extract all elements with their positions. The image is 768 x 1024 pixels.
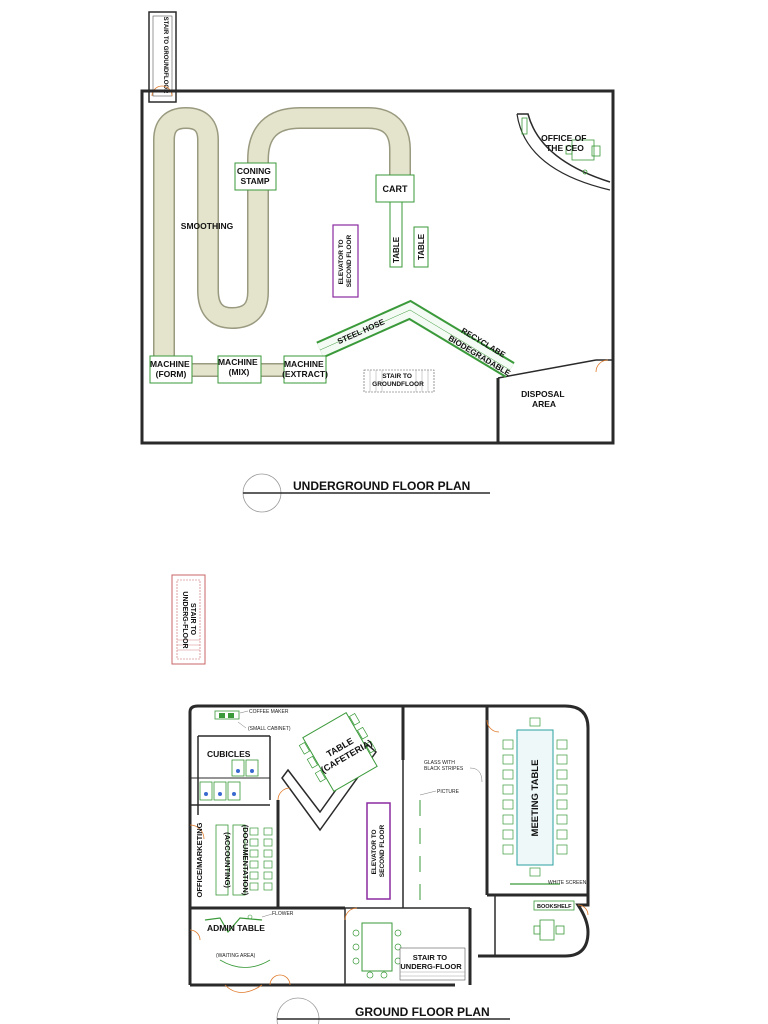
svg-text:MACHINE (EXTRACT): MACHINE (EXTRACT): [282, 359, 328, 379]
ground-doors: [189, 719, 589, 993]
admin-table-label: ADMIN TABLE: [207, 923, 265, 933]
ground-floor-plan: COFFEE MAKER (SMALL CABINET) CUBICLES: [188, 704, 590, 1024]
svg-text:STAIR TO UNDERG-FLOOR: STAIR TO UNDERG-FLOOR: [181, 591, 196, 648]
ground-walls: [188, 704, 590, 987]
meeting-table-label: MEETING TABLE: [530, 760, 541, 837]
svg-text:OFFICE/MARKETING: OFFICE/MARKETING: [195, 822, 204, 897]
small-meeting-table: [352, 922, 402, 979]
table-label-1: TABLE: [392, 236, 401, 263]
cart: CART TABLE: [375, 174, 415, 268]
office-ceo-line2: THE CEO: [546, 143, 584, 153]
underground-top-stair: STAIR TO GROUNDFLOOR: [148, 11, 177, 103]
loose-stair: STAIR TO UNDERG-FLOOR: [171, 574, 206, 665]
bottom-stair-line1: STAIR TO: [413, 953, 447, 962]
cubicles: CUBICLES: [199, 749, 259, 801]
coffee-maker-label: COFFEE MAKER: [249, 709, 289, 715]
cubicles-label: CUBICLES: [207, 749, 251, 759]
underground-elevator: ELEVATOR TO SECOND FLOOR: [332, 224, 359, 298]
svg-text:MEETING TABLE: MEETING TABLE: [530, 760, 541, 837]
svg-text:STAIR TO UNDERG-FLOOR: STAIR TO UNDERG-FLOOR: [400, 953, 462, 971]
cart-label: CART: [383, 184, 408, 194]
office-ceo-line1: OFFICE OF: [541, 133, 586, 143]
glass-label: GLASS WITH BLACK STRIPES: [424, 760, 464, 772]
svg-text:OFFICE OF THE CEO: OFFICE OF THE CEO: [541, 133, 589, 153]
accounting-label: (ACCOUNTING): [223, 832, 232, 888]
loose-stair-line2: UNDERG-FLOOR: [181, 591, 188, 648]
ground-elevator-line1: ELEVATOR TO: [371, 829, 378, 874]
svg-text:MACHINE (MIX): MACHINE (MIX): [218, 357, 260, 377]
machine-extract-line2: (EXTRACT): [282, 369, 328, 379]
waiting-area-label: (WAITING AREA): [216, 953, 256, 959]
ground-title: GROUND FLOOR PLAN: [355, 1005, 490, 1019]
underground-title: UNDERGROUND FLOOR PLAN: [293, 479, 470, 493]
coffee-corner: COFFEE MAKER (SMALL CABINET): [214, 709, 291, 732]
stair-top-label: STAIR TO GROUNDFLOOR: [162, 17, 168, 94]
meeting-table: MEETING TABLE WHITE SCREEN: [502, 717, 587, 886]
steel-hose: STEEL HOSE RECYCLABE BIODEGRADABLE: [316, 299, 515, 378]
glass-line2: BLACK STRIPES: [424, 766, 464, 772]
svg-text:(ACCOUNTING): (ACCOUNTING): [223, 832, 232, 888]
machine-form-line1: MACHINE: [150, 359, 190, 369]
ground-elevator: ELEVATOR TO SECOND FLOOR: [366, 802, 391, 900]
coning-stamp-machine: CONING STAMP: [234, 162, 277, 191]
disposal-line1: DISPOSAL: [521, 389, 564, 399]
flower-label: FLOWER: [272, 911, 294, 917]
svg-text:TABLE: TABLE: [392, 236, 401, 263]
machine-extract-line1: MACHINE: [284, 359, 324, 369]
coning-stamp-line2: STAMP: [240, 176, 269, 186]
ground-elevator-line2: SECOND FLOOR: [379, 825, 386, 878]
loose-stair-line1: STAIR TO: [189, 603, 196, 636]
svg-text:CONING STAMP: CONING STAMP: [237, 166, 273, 186]
small-cabinet-label: (SMALL CABINET): [248, 726, 291, 732]
office-marketing-label: OFFICE/MARKETING: [195, 822, 204, 897]
svg-text:MACHINE (FORM): MACHINE (FORM): [150, 359, 192, 379]
table-label-2: TABLE: [417, 233, 426, 260]
svg-text:ELEVATOR TO SECOND FLO: ELEVATOR TO SECOND FLOOR: [371, 825, 386, 878]
machine-form-line2: (FORM): [156, 369, 187, 379]
cafeteria-table: TABLE (CAFETERIA): [298, 711, 378, 793]
table-2: TABLE: [413, 226, 429, 268]
ground-title-block: GROUND FLOOR PLAN: [276, 997, 510, 1024]
picture-label: PICTURE: [437, 789, 460, 795]
underground-title-block: UNDERGROUND FLOOR PLAN: [242, 473, 490, 513]
documentation-label: (DOCUMENTATION): [241, 825, 250, 896]
machine-mix: MACHINE (MIX): [217, 355, 262, 384]
bookshelf-area: BOOKSHELF: [533, 900, 575, 941]
disposal-area-label: DISPOSAL AREA: [521, 389, 567, 409]
admin-area: ADMIN TABLE FLOWER (WAITING AREA): [204, 911, 294, 968]
underground-walls: [140, 89, 615, 445]
underground-floor-plan: STAIR TO GROUNDFLOOR STEEL HOSE: [140, 11, 615, 513]
underground-center-stair: STAIR TO GROUNDFLOOR: [363, 369, 435, 393]
smoothing-label: SMOOTHING: [181, 221, 234, 231]
bookshelf-label: BOOKSHELF: [537, 904, 572, 910]
machine-extract: MACHINE (EXTRACT): [282, 355, 328, 384]
bottom-stair-line2: UNDERG-FLOOR: [400, 962, 462, 971]
svg-text:TABLE: TABLE: [417, 233, 426, 260]
disposal-line2: AREA: [532, 399, 556, 409]
elevator-line1: ELEVATOR TO: [338, 239, 345, 284]
white-screen-label: WHITE SCREEN: [548, 880, 587, 886]
machine-form: MACHINE (FORM): [149, 355, 193, 384]
elevator-line2: SECOND FLOOR: [346, 235, 353, 288]
svg-text:(DOCUMENTATION): (DOCUMENTATION): [241, 825, 250, 896]
svg-text:STAIR TO GROUNDFLOOR: STAIR TO GROUNDFLOOR: [162, 17, 168, 94]
svg-text:ELEVATOR TO SECOND FLO: ELEVATOR TO SECOND FLOOR: [338, 235, 353, 288]
center-stair-line2: GROUNDFLOOR: [372, 381, 424, 388]
machine-mix-line1: MACHINE: [218, 357, 258, 367]
machine-mix-line2: (MIX): [229, 367, 250, 377]
ground-bottom-stair: STAIR TO UNDERG-FLOOR: [399, 947, 466, 981]
coning-stamp-line1: CONING: [237, 166, 271, 176]
office-of-ceo: OFFICE OF THE CEO: [516, 113, 611, 191]
glass-line1: GLASS WITH: [424, 760, 455, 766]
center-stair-line1: STAIR TO: [382, 373, 412, 380]
office-marketing-area: OFFICE/MARKETING (ACCOUNTING) (DOCUMENTA…: [195, 822, 273, 898]
svg-text:STAIR TO GROUNDFLOOR: STAIR TO GROUNDFLOOR: [372, 373, 424, 388]
